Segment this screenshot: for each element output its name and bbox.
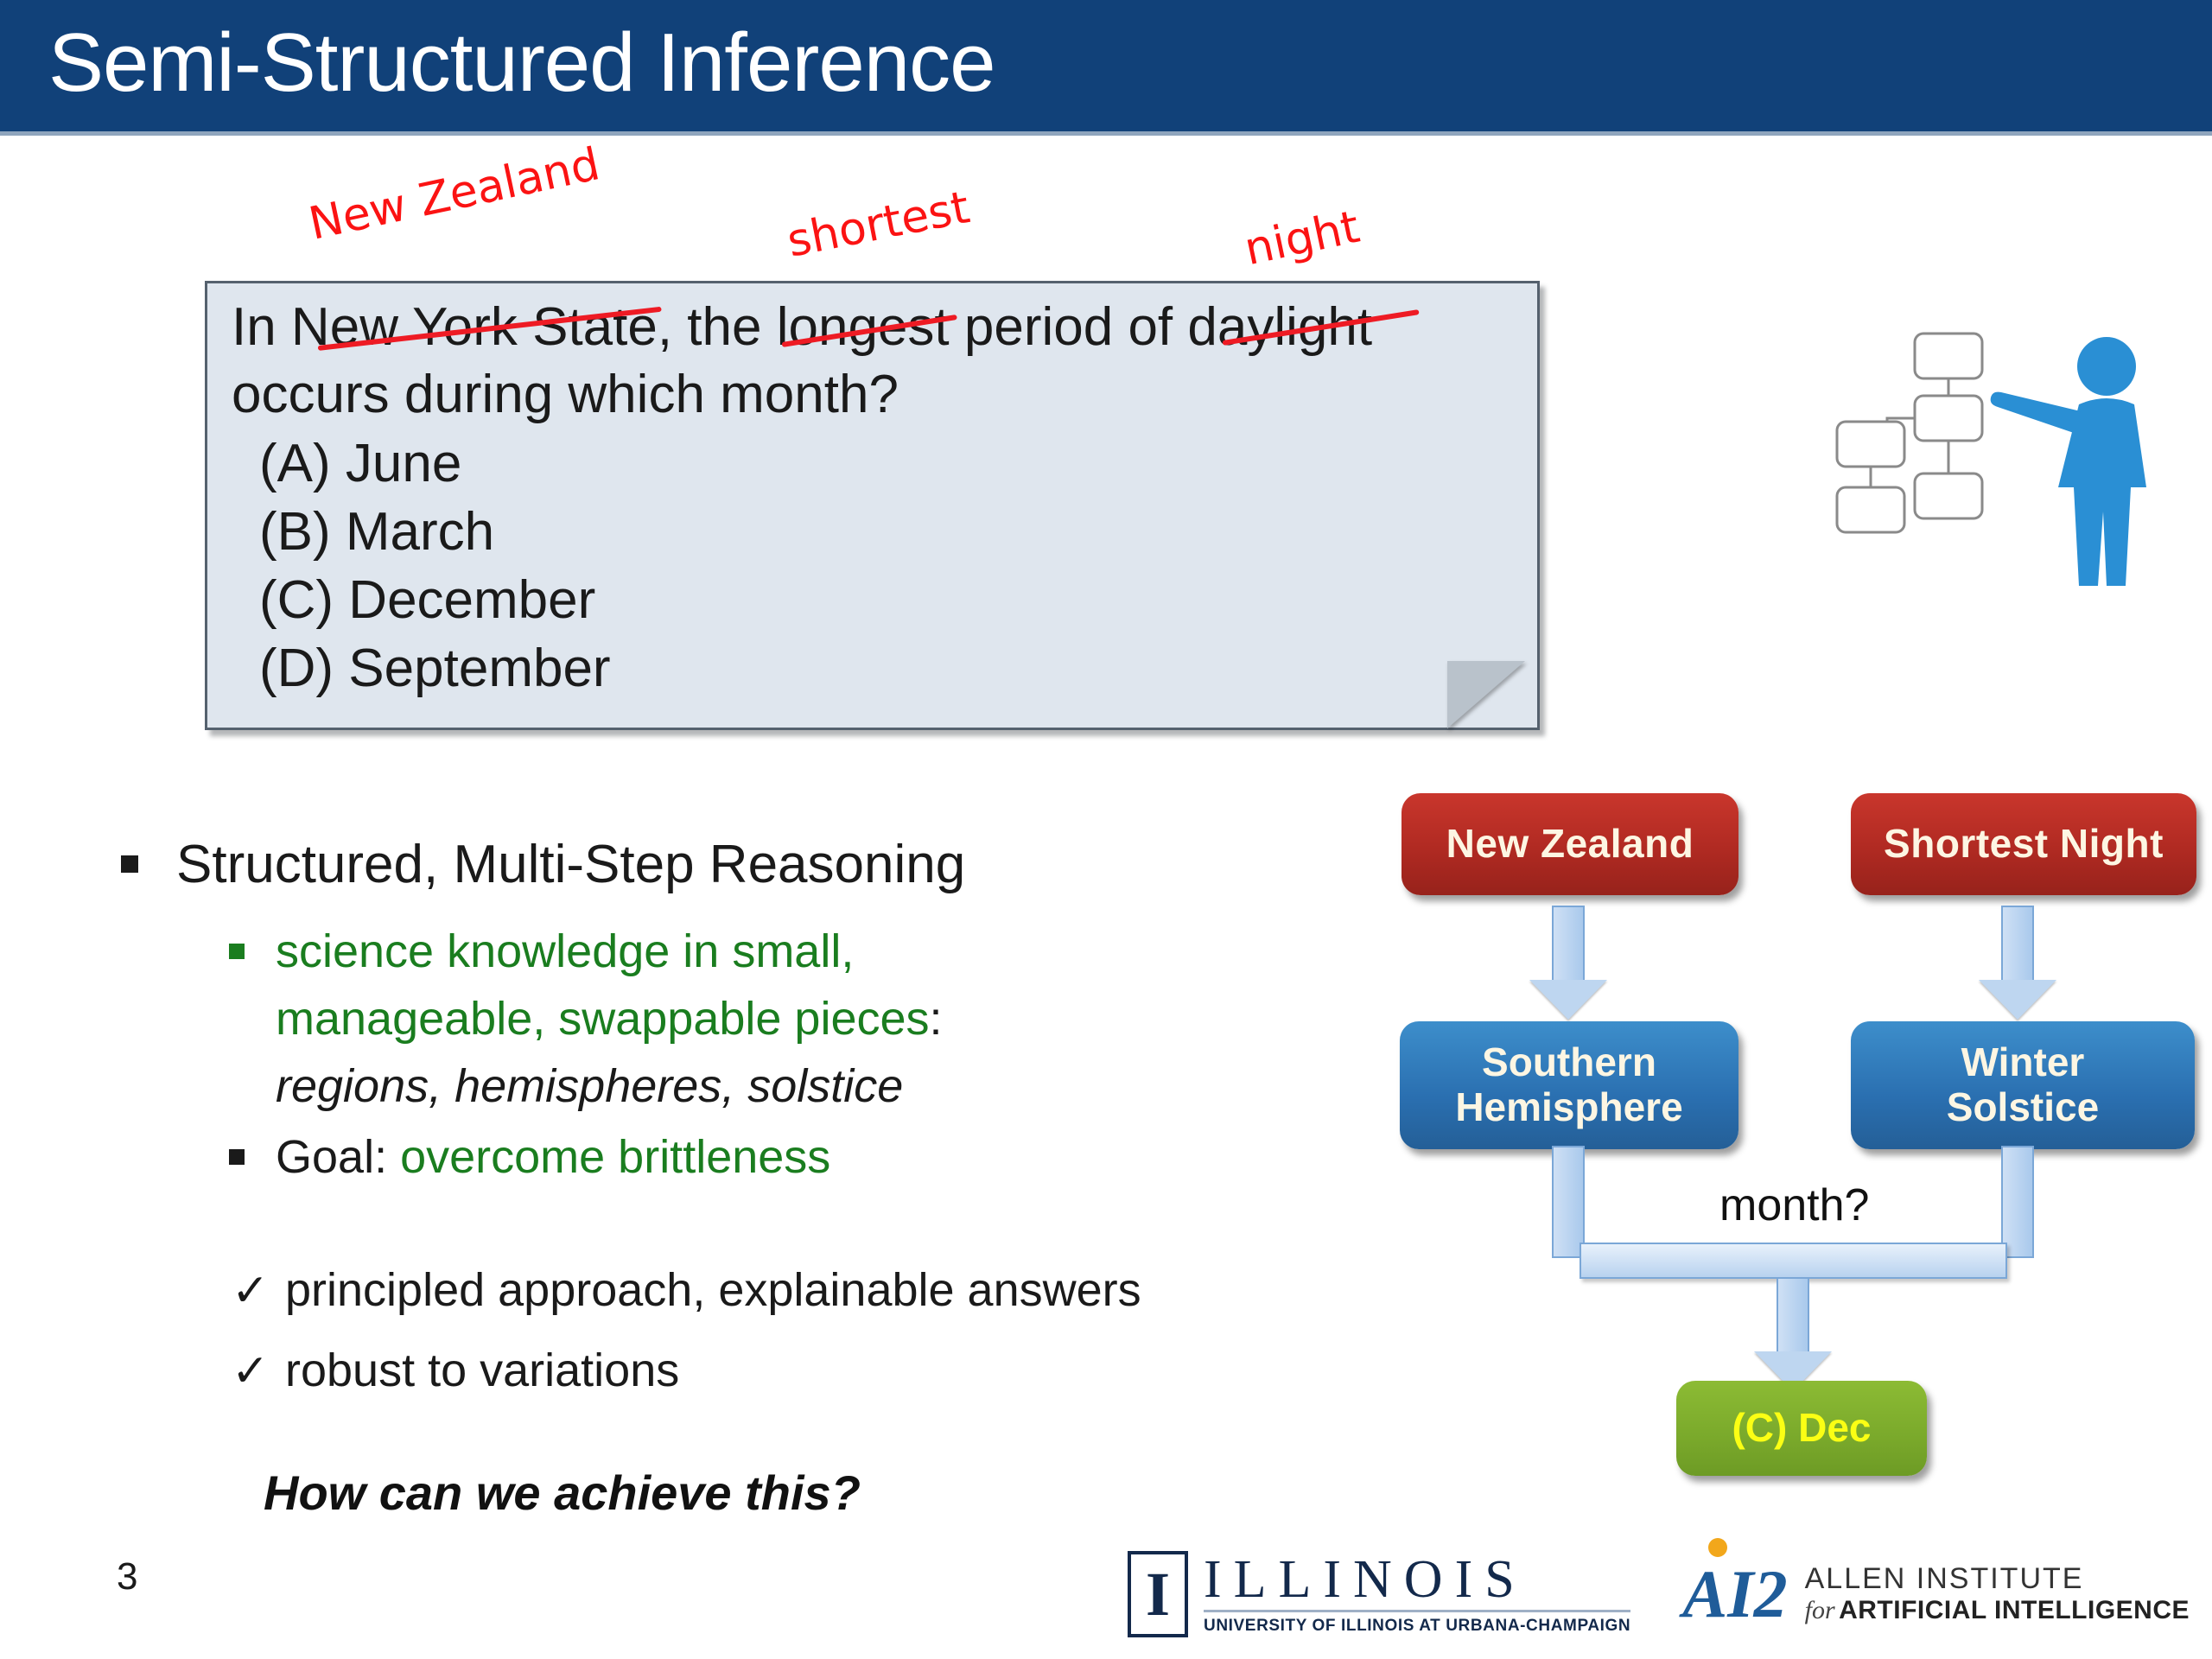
ai2-line-1: ALLEN INSTITUTE <box>1804 1562 2084 1596</box>
clip-box-mid-right <box>1913 394 1984 442</box>
annotation-night: night <box>1240 200 1364 276</box>
ai2-logo: AI2 ALLEN INSTITUTE for ARTIFICIAL INTEL… <box>1682 1538 2190 1631</box>
check-item-1: ✓ principled approach, explainable answer… <box>232 1263 1141 1317</box>
footer-logos: I ILLINOIS UNIVERSITY OF ILLINOIS AT URB… <box>1128 1538 2190 1642</box>
illinois-wordmark: ILLINOIS <box>1204 1550 1527 1609</box>
flow-node-shortest-night-label: Shortest Night <box>1884 821 2164 867</box>
flow-node-winter-solstice[interactable]: Winter Solstice <box>1851 1021 2195 1149</box>
bullet-square-icon <box>229 943 245 959</box>
question-line-1: In New York State, the longest period of… <box>232 297 1373 357</box>
check-icon: ✓ <box>232 1346 270 1396</box>
illinois-subtitle: UNIVERSITY OF ILLINOIS AT URBANA-CHAMPAI… <box>1204 1610 1631 1636</box>
flow-node-southern-hemisphere-line2: Hemisphere <box>1455 1084 1683 1129</box>
closing-question: How can we achieve this? <box>264 1465 861 1520</box>
illinois-logo: I ILLINOIS UNIVERSITY OF ILLINOIS AT URB… <box>1128 1550 1631 1637</box>
question-line-2: occurs during which month? <box>232 365 899 424</box>
flow-node-answer[interactable]: (C) Dec <box>1676 1381 1927 1476</box>
goal-value: overcome brittleness <box>400 1131 831 1183</box>
illinois-block-i-letter: I <box>1145 1560 1171 1629</box>
option-d: (D) September <box>259 639 611 698</box>
sub-bullet-italic-terms: regions, hemispheres, solstice <box>276 1060 904 1112</box>
flow-arrow-night-to-solstice <box>1979 906 2056 1020</box>
ai2-bulb-icon <box>1708 1538 1728 1557</box>
check-item-2-label: robust to variations <box>285 1344 680 1396</box>
sub-bullet-colon: : <box>929 993 943 1045</box>
presenter-with-flowchart-illustration <box>1832 328 2177 605</box>
option-a: (A) June <box>259 434 462 493</box>
annotation-shortest: shortest <box>783 181 974 268</box>
annotation-new-zealand: New Zealand <box>304 138 605 251</box>
bullet-square-icon <box>121 855 138 873</box>
flow-arrow-nz-to-southern <box>1529 906 1607 1020</box>
clip-box-top <box>1913 332 1984 380</box>
flow-node-new-zealand[interactable]: New Zealand <box>1402 793 1738 895</box>
flow-connector-southern-leg <box>1552 1146 1585 1258</box>
ai2-for-word: for <box>1804 1596 1835 1625</box>
clip-person-head <box>2077 337 2136 396</box>
question-options: (A) June (B) March (C) December (D) Sept… <box>259 429 611 702</box>
flow-node-southern-hemisphere[interactable]: Southern Hemisphere <box>1400 1021 1738 1149</box>
goal-label: Goal: <box>276 1131 401 1183</box>
check-item-1-label: principled approach, explainable answers <box>285 1264 1141 1316</box>
question-card <box>205 281 1540 730</box>
ai2-mark-icon: AI2 <box>1682 1538 1788 1631</box>
clip-box-left <box>1835 420 1906 468</box>
clip-box-bottom-left <box>1835 486 1906 534</box>
flow-arrow-to-answer <box>1754 1277 1832 1391</box>
bullet-main-label: Structured, Multi-Step Reasoning <box>176 835 966 894</box>
bullet-main: Structured, Multi-Step Reasoning <box>121 834 965 895</box>
illinois-block-i-icon: I <box>1128 1551 1188 1637</box>
check-item-2: ✓ robust to variations <box>232 1344 679 1397</box>
clip-person-arm <box>1990 391 2081 433</box>
clip-box-bottom-right <box>1913 472 1984 520</box>
clip-person-body <box>2058 398 2146 586</box>
ai2-mark-letters: AI2 <box>1682 1556 1788 1631</box>
flow-node-winter-solstice-line2: Solstice <box>1946 1084 2100 1129</box>
bullet-sub-science-knowledge: science knowledge in small, manageable, … <box>229 918 1050 1120</box>
sub-bullet-green-line1: science knowledge in small, <box>276 925 855 977</box>
ai2-line-2: ARTIFICIAL INTELLIGENCE <box>1839 1596 2190 1625</box>
slide-title-bar <box>0 0 2212 131</box>
flow-node-new-zealand-label: New Zealand <box>1446 821 1694 867</box>
ai2-line-2-wrap: for ARTIFICIAL INTELLIGENCE <box>1805 1596 2190 1626</box>
flow-join-label: month? <box>1719 1180 1870 1230</box>
slide-page-number: 3 <box>117 1555 138 1598</box>
option-b: (B) March <box>259 502 495 562</box>
page-title: Semi-Structured Inference <box>48 16 995 109</box>
title-bar-underline <box>0 131 2212 136</box>
flow-node-shortest-night[interactable]: Shortest Night <box>1851 793 2196 895</box>
flow-node-answer-label: (C) Dec <box>1732 1405 1872 1451</box>
sub-bullet-green-line2: manageable, swappable pieces <box>276 993 930 1045</box>
flow-node-winter-solstice-line1: Winter <box>1961 1039 2085 1085</box>
check-icon: ✓ <box>232 1266 270 1316</box>
flow-connector-join-bar <box>1580 1243 2007 1279</box>
flow-connector-solstice-leg <box>2001 1146 2034 1258</box>
question-text: In New York State, the longest period of… <box>232 294 1493 429</box>
option-c: (C) December <box>259 570 596 630</box>
question-card-fold-corner <box>1447 661 1525 728</box>
bullet-square-icon <box>229 1148 245 1165</box>
flow-node-southern-hemisphere-line1: Southern <box>1482 1039 1656 1085</box>
bullet-sub-goal: Goal: overcome brittleness <box>229 1123 830 1191</box>
